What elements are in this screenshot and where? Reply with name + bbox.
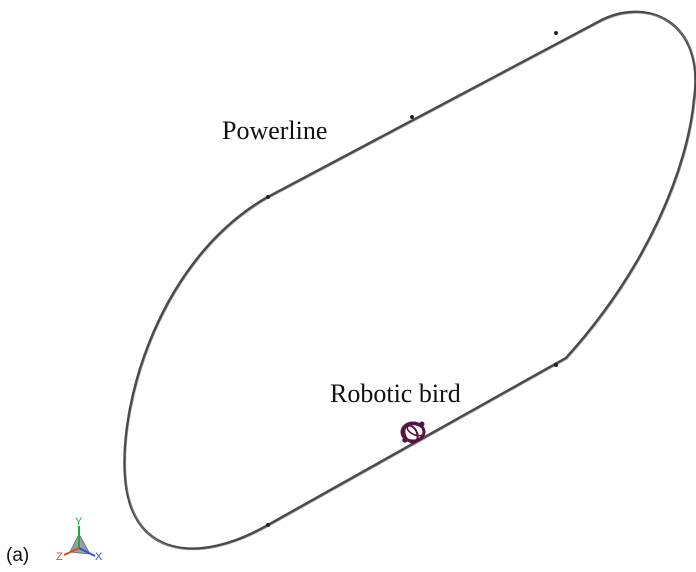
- powerline-cable-outer: [123, 10, 696, 550]
- joint-marker: [554, 363, 558, 367]
- joint-marker: [410, 115, 414, 119]
- robotic-bird-label: Robotic bird: [330, 379, 461, 408]
- joint-marker: [266, 195, 270, 199]
- z-axis-label: Z: [56, 551, 63, 563]
- axis-triad-icon: Y X Z: [56, 516, 103, 563]
- x-axis-label: X: [95, 551, 103, 563]
- powerline-cable-inner: [125, 12, 696, 551]
- panel-label: (a): [6, 545, 29, 566]
- x-axis-line: [78, 547, 96, 557]
- z-axis-line: [63, 547, 80, 556]
- powerline-label: Powerline: [222, 116, 327, 145]
- joint-marker: [266, 523, 270, 527]
- robotic-bird-icon: [400, 421, 426, 444]
- powerline-loop: [123, 10, 696, 551]
- joint-marker: [554, 31, 558, 35]
- y-axis-label: Y: [75, 516, 83, 528]
